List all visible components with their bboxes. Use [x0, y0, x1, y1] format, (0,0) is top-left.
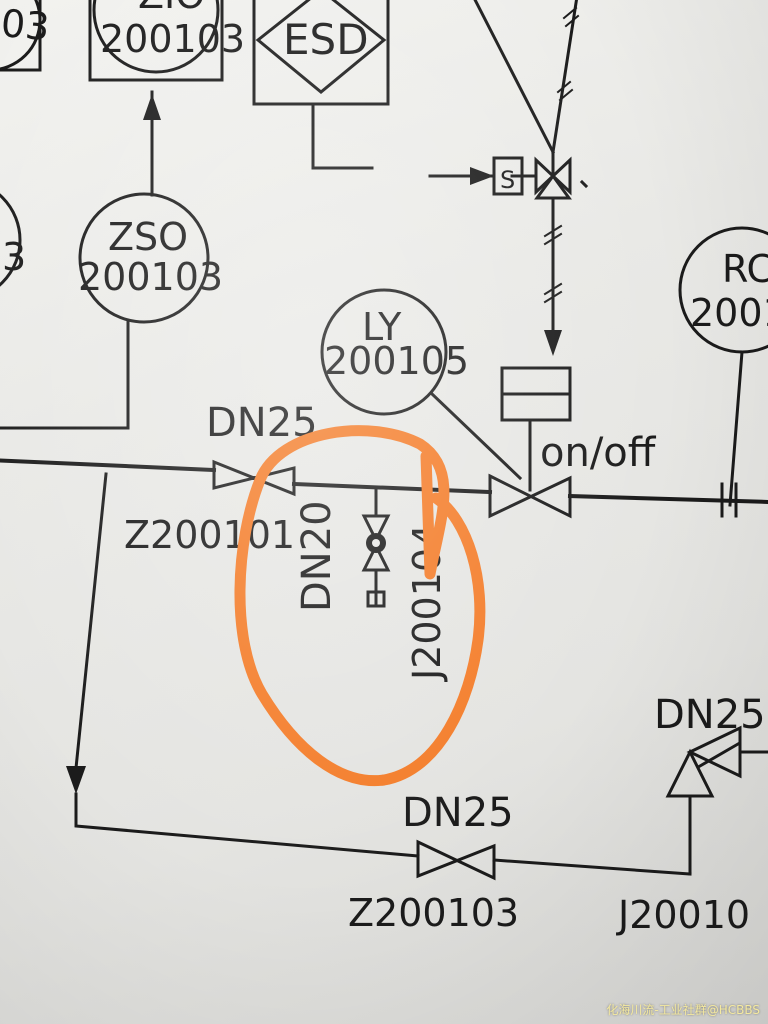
valve-z200103-size: DN25 [402, 790, 514, 836]
solenoid-actuator [428, 156, 524, 196]
partial-instrument-top-left [0, 0, 42, 72]
valve-angle-right [665, 725, 768, 876]
control-valve-actuator [500, 366, 572, 492]
esd-label: ESD [283, 15, 369, 64]
ly-instrument [320, 288, 448, 416]
drain-branch [361, 486, 391, 608]
zio-instrument-number: 200103 [100, 17, 245, 61]
watermark: 化海川流-工业社群@HCBBS [606, 1003, 760, 1017]
control-valve [488, 473, 572, 519]
pneumatic-signal-line [473, 0, 580, 356]
valve-z200103 [416, 839, 496, 881]
ly-instrument-number: 200105 [324, 339, 469, 383]
rc-instrument-number: 20010 [690, 291, 768, 335]
valve-right-size: DN25 [654, 692, 766, 738]
valve-z200101 [212, 459, 296, 497]
zso-instrument [78, 192, 210, 324]
valve-right-tag: J20010 [616, 893, 750, 937]
partial-instrument-letter: 3 [2, 235, 26, 279]
solenoid-valve [510, 150, 589, 200]
control-valve-mode: on/off [540, 430, 657, 476]
zso-instrument-number: 200103 [78, 255, 223, 299]
zso-instrument-letters: ZSO [108, 215, 188, 259]
valve-z200101-tag: Z200101 [124, 513, 295, 557]
valve-j200104-size: DN20 [294, 500, 340, 612]
valve-z200103-tag: Z200103 [348, 891, 519, 935]
esd-block [252, 0, 390, 106]
zio-instrument [88, 0, 224, 82]
partial-instrument-mid-left [0, 193, 22, 287]
main-process-line [0, 458, 768, 518]
orange-highlight-loop [234, 425, 486, 787]
rc-instrument-letters: RC [722, 247, 768, 291]
partial-instrument-number: 03 [0, 1, 51, 49]
bypass-line [66, 472, 692, 876]
solenoid-label: S [500, 166, 515, 194]
ly-instrument-letters: LY [362, 305, 402, 349]
zio-instrument-letters: ZIO [138, 0, 205, 17]
